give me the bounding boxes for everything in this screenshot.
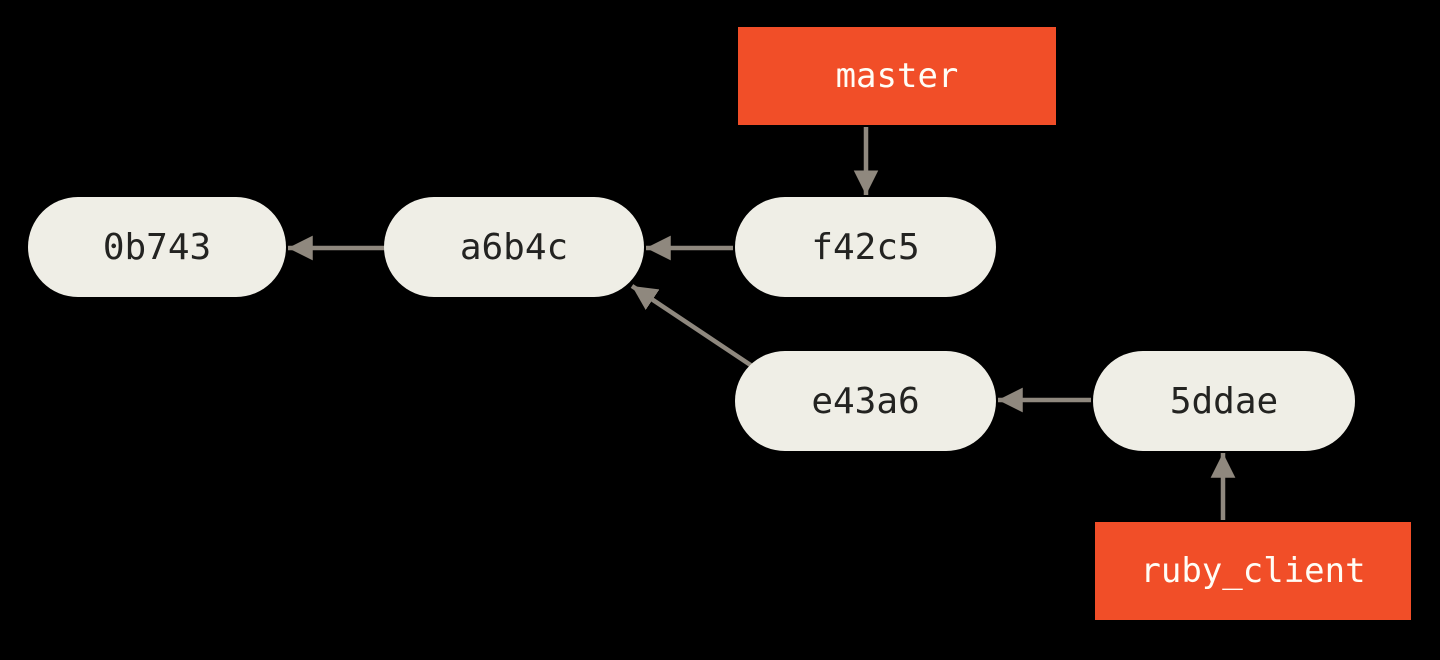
commit-node-f42c5: f42c5 (735, 197, 996, 297)
commit-node-e43a6-label: e43a6 (811, 380, 920, 422)
edge-e43a6-to-a6b4c (630, 284, 754, 368)
commit-node-0b743-label: 0b743 (102, 226, 212, 268)
branch-label-master-text: master (835, 56, 959, 96)
commit-node-0b743: 0b743 (28, 197, 286, 297)
commit-node-5ddae: 5ddae (1093, 351, 1355, 451)
commit-node-f42c5-label: f42c5 (811, 226, 920, 268)
commit-node-e43a6: e43a6 (735, 351, 996, 451)
branch-label-ruby-client-text: ruby_client (1140, 551, 1366, 591)
commit-node-a6b4c: a6b4c (384, 197, 644, 297)
commit-node-5ddae-label: 5ddae (1169, 380, 1279, 422)
commit-node-a6b4c-label: a6b4c (459, 226, 569, 268)
branch-label-ruby-client: ruby_client (1095, 522, 1411, 620)
branch-label-master: master (738, 27, 1056, 125)
